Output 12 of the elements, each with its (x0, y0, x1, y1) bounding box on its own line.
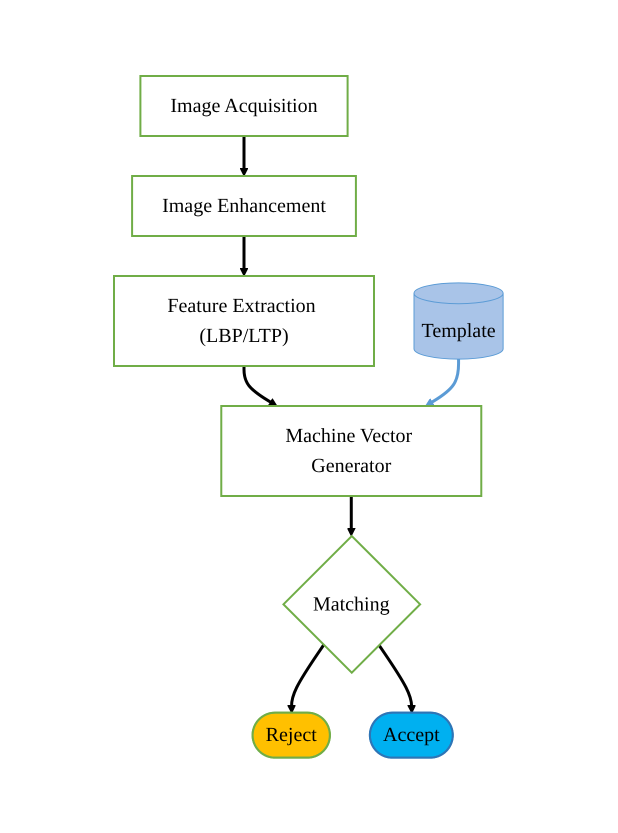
arrow (288, 644, 326, 714)
arrow (426, 358, 460, 406)
node-box: Image Acquisition (140, 74, 350, 137)
arrow (242, 366, 278, 406)
node-diamond: Matching (282, 534, 422, 674)
arrow (347, 496, 356, 536)
arrow (240, 236, 249, 276)
arrow (240, 136, 249, 176)
node-box: Feature Extraction (LBP/LTP) (113, 274, 376, 367)
arrow (378, 644, 416, 714)
node-box: Machine Vector Generator (220, 404, 483, 497)
node-box: Image Enhancement (132, 174, 358, 237)
